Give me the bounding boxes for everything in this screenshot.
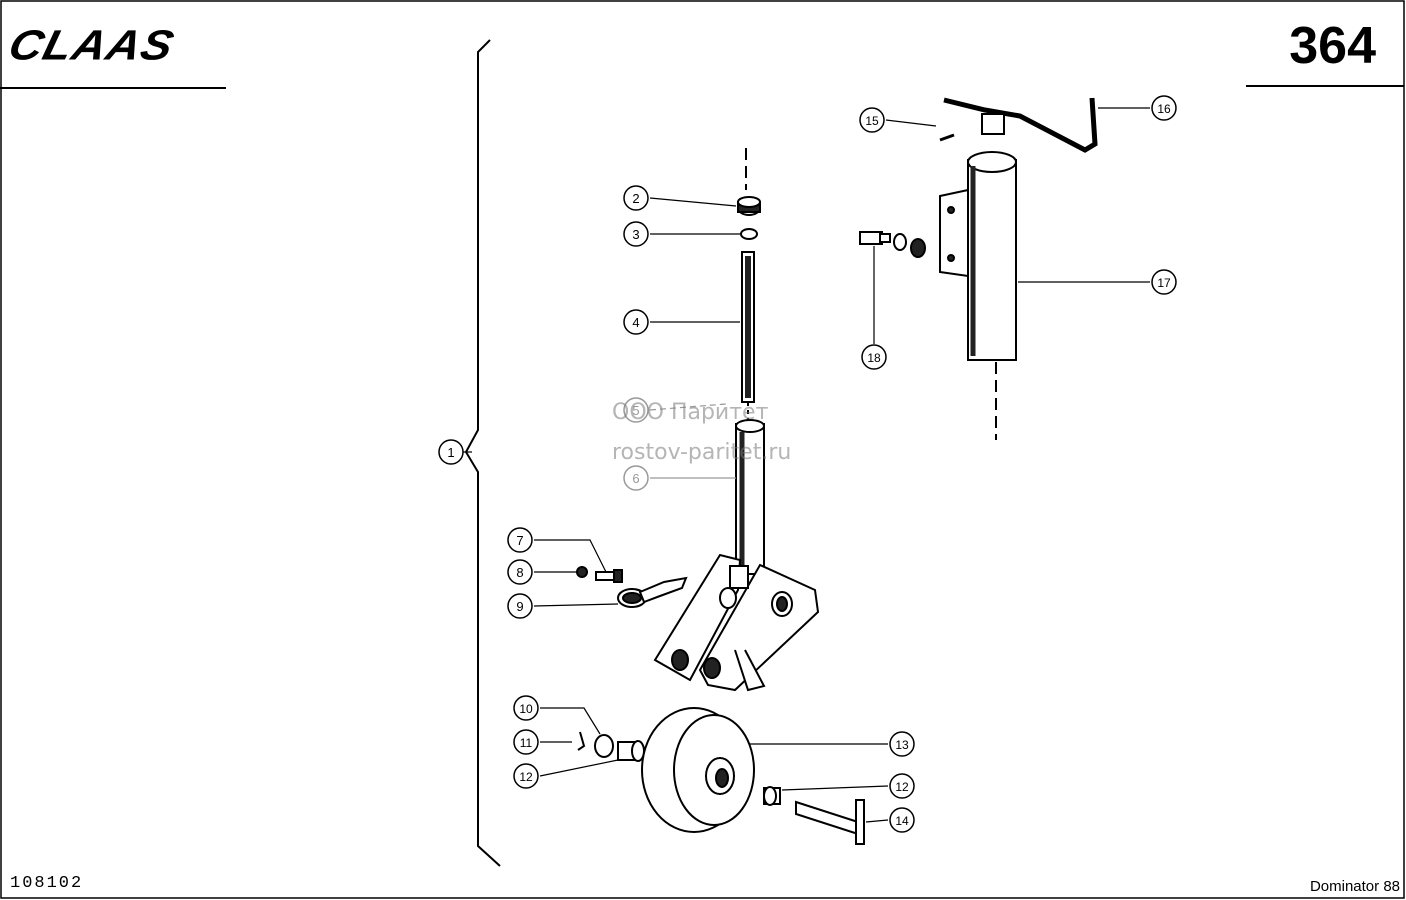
brand-logo: CLAAS <box>4 21 180 69</box>
callout-label: 15 <box>865 114 879 128</box>
callout-label: 4 <box>632 315 639 330</box>
fork-bracket-part <box>653 553 820 692</box>
locking-lever-part <box>617 576 688 608</box>
callout-label: 11 <box>520 736 533 750</box>
callout-12: 12 <box>513 763 539 789</box>
jack-housing-part <box>939 151 1017 361</box>
callout-6: 6 <box>623 465 649 491</box>
callout-label: 5 <box>632 403 639 418</box>
callout-9: 9 <box>507 593 533 619</box>
callout-11: 11 <box>513 729 539 755</box>
bushing-part-left <box>617 740 645 762</box>
callout-14: 14 <box>889 807 915 833</box>
callout-label: 9 <box>516 599 523 614</box>
callout-label: 16 <box>1157 102 1171 116</box>
wheel-washer-part <box>594 734 614 758</box>
leader-lines <box>462 107 1150 823</box>
callout-15: 15 <box>859 107 885 133</box>
cotter-pin-part <box>577 731 586 751</box>
callout-5: 5 <box>623 397 649 423</box>
page-number: 364 <box>1289 17 1376 75</box>
callout-17: 17 <box>1151 269 1177 295</box>
callout-label: 7 <box>516 533 523 548</box>
callout-label: 18 <box>867 351 881 365</box>
callout-1: 1 <box>438 439 464 465</box>
callout-label: 1 <box>447 445 454 460</box>
crank-handle-part <box>943 97 1098 153</box>
callout-label: 10 <box>519 702 533 716</box>
mounting-bolt-part <box>859 231 926 258</box>
callout-label: 13 <box>895 738 909 752</box>
callout-8: 8 <box>507 559 533 585</box>
machine-model: Dominator 88 <box>1309 878 1400 895</box>
callout-label: 12 <box>519 770 533 784</box>
callout-18: 18 <box>861 344 887 370</box>
watermark-url: rostov-paritet.ru <box>612 440 792 465</box>
threaded-rod-part <box>741 251 755 403</box>
callout-12: 12 <box>889 773 915 799</box>
lever-bolt-part <box>576 566 623 583</box>
callout-label: 3 <box>632 227 639 242</box>
callout-4: 4 <box>623 309 649 335</box>
support-tube-part <box>735 419 765 575</box>
wheel-part <box>641 707 755 833</box>
nut-part <box>737 196 761 216</box>
callout-label: 14 <box>895 814 909 828</box>
callout-7: 7 <box>507 527 533 553</box>
callout-10: 10 <box>513 695 539 721</box>
document-code: 108102 <box>10 874 84 893</box>
callout-label: 12 <box>895 780 909 794</box>
callout-label: 17 <box>1157 276 1171 290</box>
axle-pin-part <box>795 799 865 845</box>
callout-3: 3 <box>623 221 649 247</box>
callout-label: 2 <box>632 191 639 206</box>
roll-pin-part <box>939 133 955 142</box>
callout-label: 6 <box>632 471 639 486</box>
watermark-company: ООО Паритет <box>612 400 769 425</box>
assembly-bracket <box>464 39 501 867</box>
washer-part <box>740 228 758 240</box>
bushing-part-right <box>763 786 781 806</box>
callout-16: 16 <box>1151 95 1177 121</box>
callout-13: 13 <box>889 731 915 757</box>
callout-2: 2 <box>623 185 649 211</box>
callout-label: 8 <box>516 565 523 580</box>
